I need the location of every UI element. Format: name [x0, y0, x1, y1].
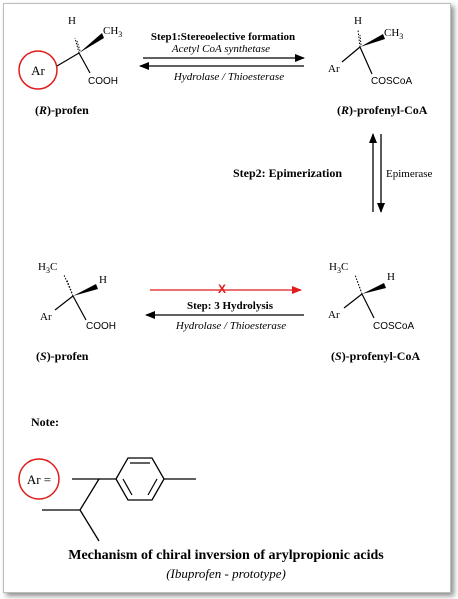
blocked-mark: X — [218, 282, 226, 296]
ar-equals-circle — [18, 458, 60, 500]
figure-caption-title: Mechanism of chiral inversion of arylpro… — [68, 548, 384, 563]
step2-title: Step2: Epimerization — [233, 166, 342, 180]
r-profenyl-coa-label: (R)-profenyl-CoA — [337, 103, 428, 117]
step2-enzyme: Epimerase — [386, 168, 433, 180]
ar-label: Ar — [31, 63, 45, 78]
ar-highlight-circle — [18, 50, 58, 90]
s-profenyl-coa-structure: H3C H Ar COSCoA (S)-profenyl-CoA — [328, 261, 420, 363]
step1-forward-enzyme: Acetyl CoA synthetase — [171, 43, 270, 55]
svg-text:H: H — [99, 274, 107, 286]
svg-text:H3C: H3C — [38, 261, 57, 275]
cooh-group: COOH — [88, 76, 118, 87]
svg-text:Ar: Ar — [40, 311, 52, 323]
note-label: Note: — [31, 415, 59, 429]
ar-equals-label: Ar = — [27, 472, 51, 487]
svg-text:H: H — [387, 271, 395, 283]
step3-enzyme: Hydrolase / Thioesterase — [175, 320, 286, 332]
note-section: Note: Ar = — [18, 415, 196, 542]
svg-text:COSCoA: COSCoA — [373, 321, 414, 332]
figure-frame — [3, 3, 451, 593]
bond-ar — [56, 52, 80, 67]
s-profenyl-coa-label: (S)-profenyl-CoA — [331, 349, 420, 363]
svg-text:COSCoA: COSCoA — [371, 76, 412, 87]
h-atom: H — [68, 15, 76, 27]
svg-text:CH3: CH3 — [103, 25, 122, 39]
s-profen-label: (S)-profen — [36, 349, 89, 363]
svg-text:H: H — [354, 15, 362, 27]
s-profen-structure: H3C H Ar COOH (S)-profen — [36, 261, 116, 363]
isobutyl-chain — [72, 478, 101, 542]
svg-text:Ar: Ar — [328, 63, 340, 75]
r-profen-label: (R)-profen — [35, 103, 89, 117]
bond-carboxyl — [78, 52, 91, 74]
step3-title: Step: 3 Hydrolysis — [187, 300, 274, 312]
step1-reverse-enzyme: Hydrolase / Thioesterase — [173, 71, 284, 83]
step2-epimerization: Step2: Epimerization Epimerase — [233, 133, 433, 213]
svg-text:H3C: H3C — [329, 261, 348, 275]
wedge-bond-ch3 — [79, 33, 104, 53]
svg-text:CH3: CH3 — [384, 27, 403, 41]
svg-text:COOH: COOH — [86, 321, 116, 332]
hashed-bond-h — [74, 37, 81, 54]
step3-arrows: X Step: 3 Hydrolysis Hydrolase / Thioest… — [145, 282, 304, 332]
step1-arrows: Step1:Stereoelective formation Acetyl Co… — [139, 31, 305, 83]
figure-caption-subtitle: (Ibuprofen - prototype) — [166, 566, 286, 581]
r-profen-structure: Ar H CH3 COOH (R)-profen — [18, 15, 122, 117]
step1-title: Step1:Stereoelective formation — [151, 31, 295, 43]
r-profenyl-coa-structure: H CH3 Ar COSCoA (R)-profenyl-CoA — [328, 15, 428, 117]
svg-text:Ar: Ar — [328, 309, 340, 321]
